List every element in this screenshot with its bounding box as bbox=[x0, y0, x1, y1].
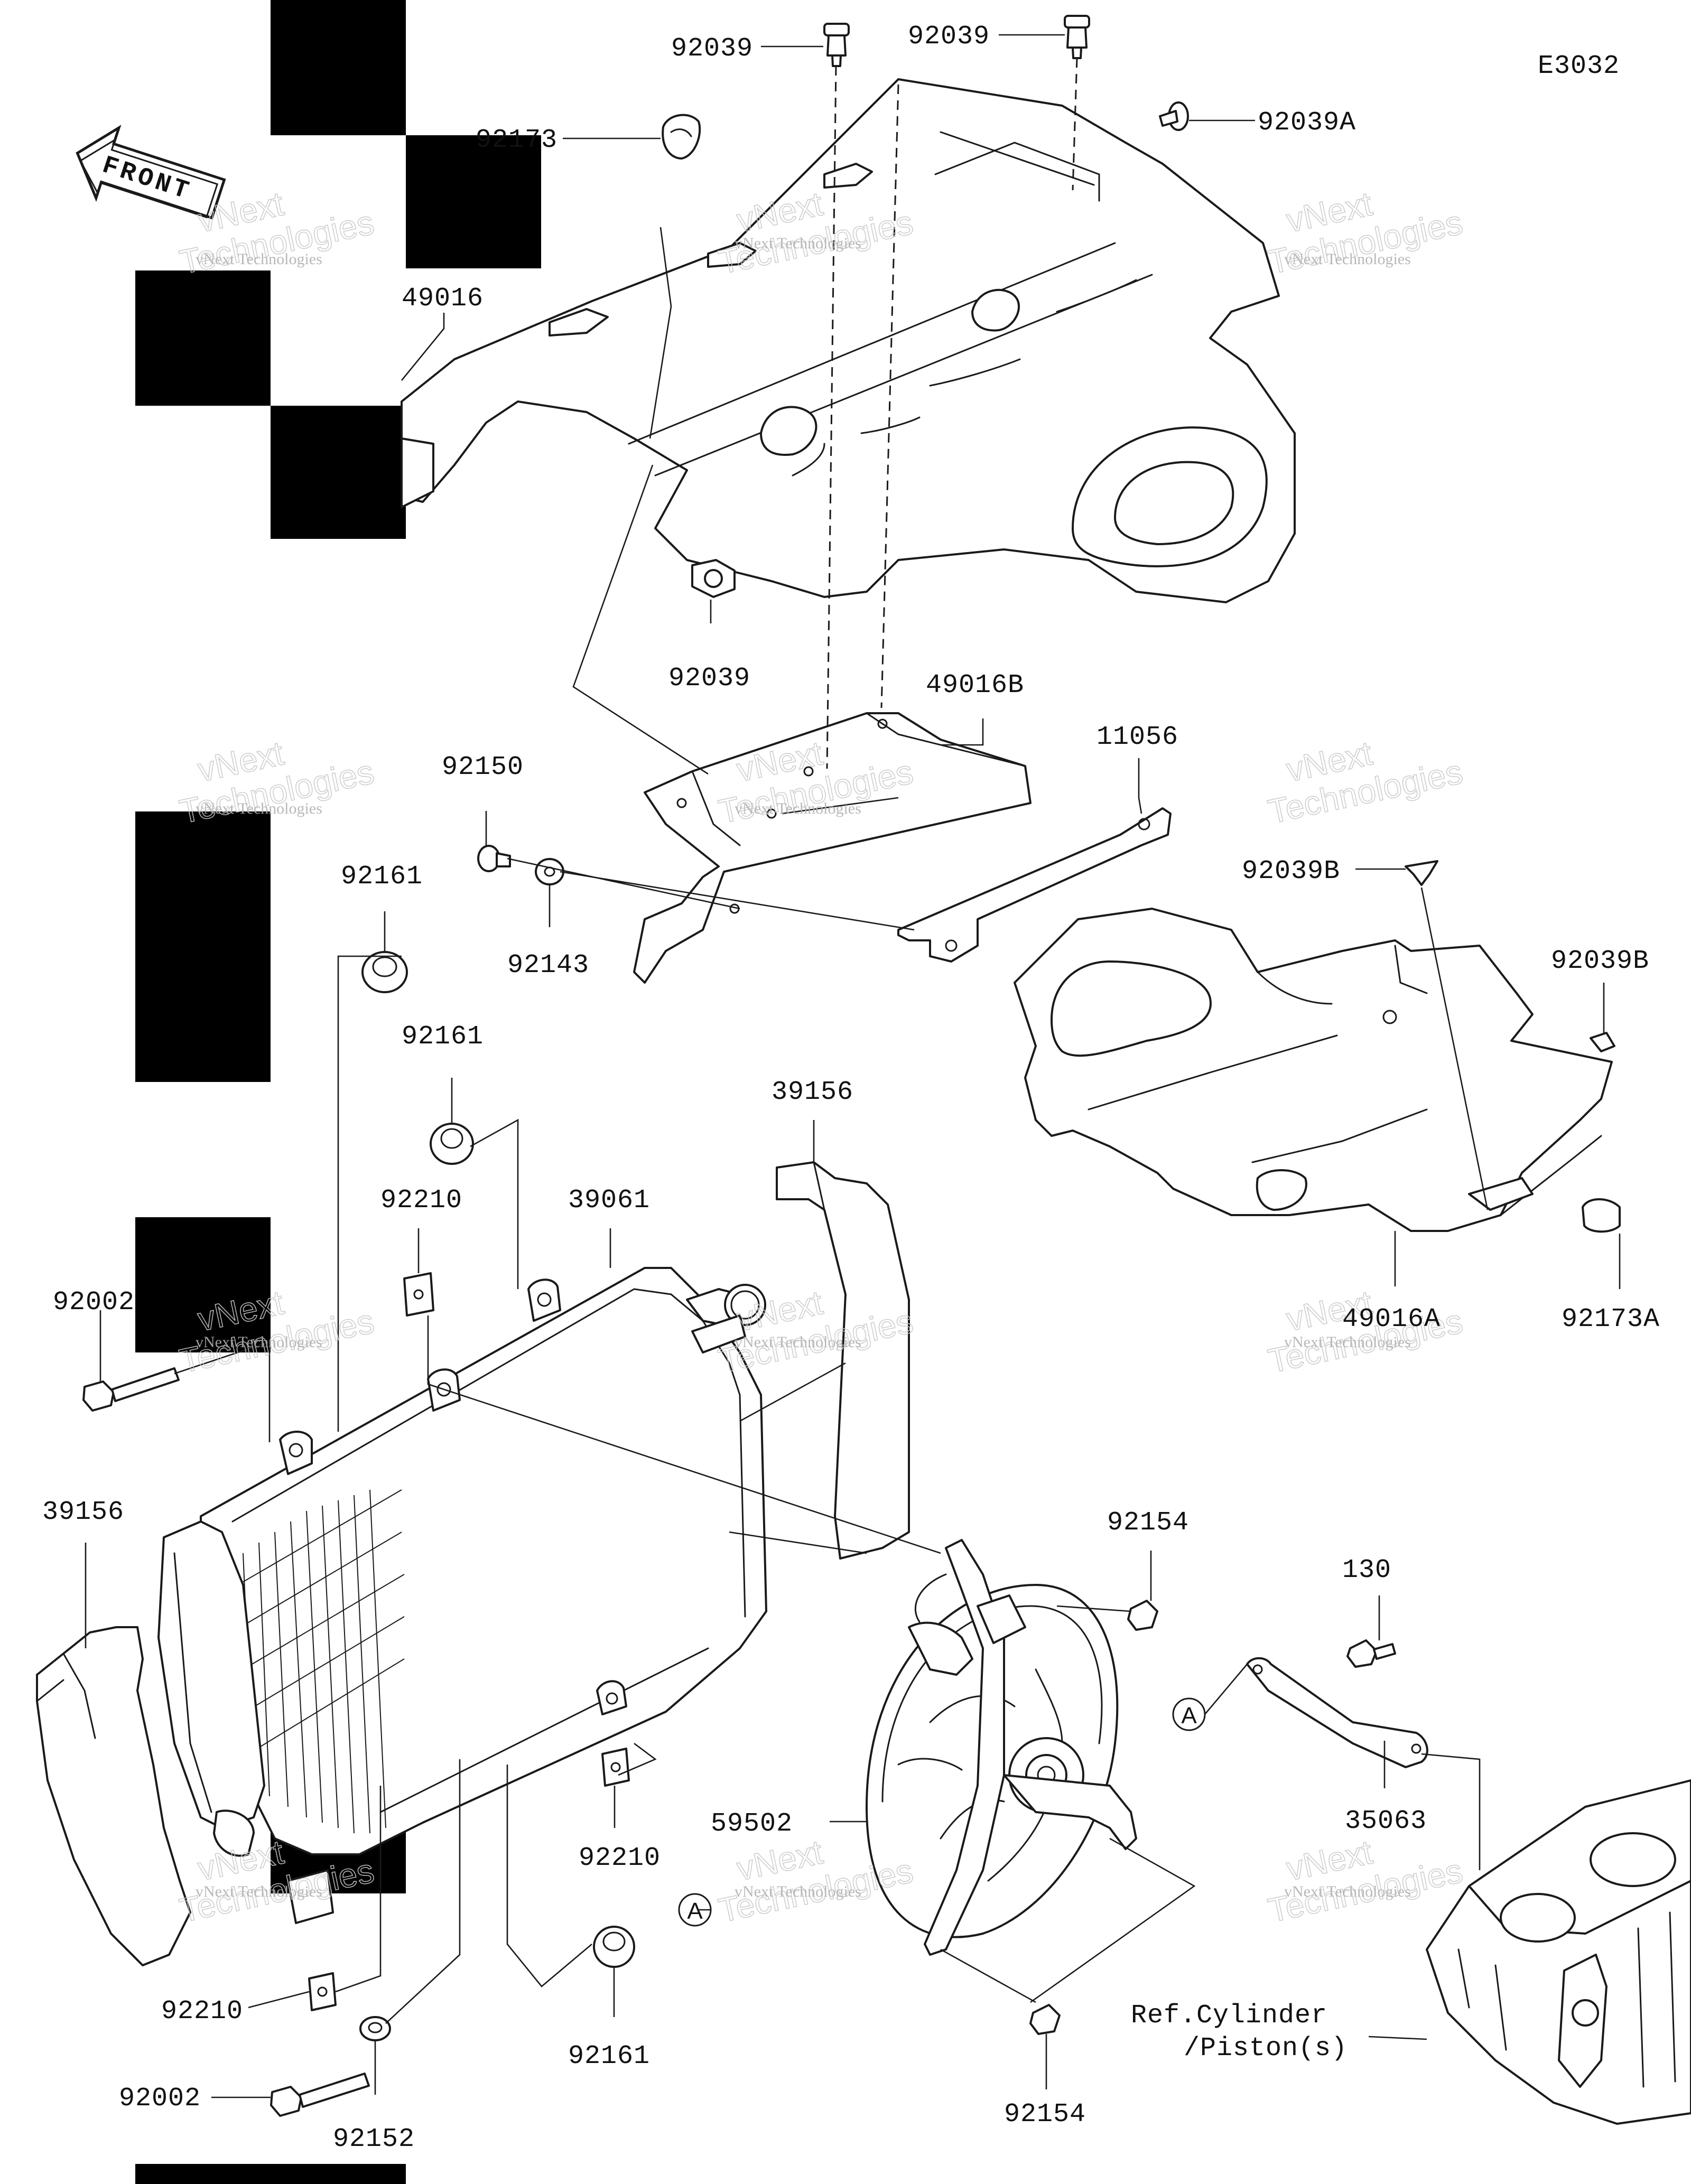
watermark-caption: vNext Technologies bbox=[196, 250, 322, 268]
watermark-caption: vNext Technologies bbox=[1284, 250, 1411, 268]
callout-35063: 35063 bbox=[1345, 1806, 1427, 1836]
reference-label-line2: /Piston(s) bbox=[1184, 2033, 1348, 2064]
redaction-blocks bbox=[135, 0, 541, 2184]
callout-59502: 59502 bbox=[711, 1809, 793, 1839]
bolt-92002-top bbox=[82, 1367, 180, 1412]
callout-92039b-right: 92039B bbox=[1551, 946, 1649, 976]
callout-39061: 39061 bbox=[568, 1186, 650, 1216]
grommet-92173a bbox=[1582, 1198, 1621, 1233]
callout-92173: 92173 bbox=[476, 125, 558, 155]
bracket-49016b bbox=[633, 712, 1032, 984]
watermark-caption: vNext Technologies bbox=[1284, 1883, 1411, 1900]
bolt-92039A bbox=[1159, 101, 1189, 131]
nut-92039-lower bbox=[691, 559, 736, 598]
watermark-caption: vNext Technologies bbox=[196, 1883, 322, 1900]
radiator-39061 bbox=[157, 1267, 767, 1924]
callout-92210-top: 92210 bbox=[380, 1186, 462, 1216]
clip-nut-92210-top bbox=[403, 1272, 434, 1317]
fan-59502 bbox=[866, 1539, 1137, 1956]
callout-130: 130 bbox=[1342, 1555, 1391, 1585]
callout-92039-lower: 92039 bbox=[668, 664, 750, 694]
assembly-lines bbox=[174, 58, 1489, 2024]
callout-11056: 11056 bbox=[1097, 722, 1178, 752]
bolt-130 bbox=[1346, 1639, 1396, 1668]
clip-nut-92210-mid bbox=[601, 1748, 630, 1787]
callout-labels: 92039 92039 92039A 92173 49016 92039 490… bbox=[42, 22, 1660, 2154]
callout-92154-top: 92154 bbox=[1107, 1508, 1189, 1538]
clip-92039b-top bbox=[1405, 860, 1438, 886]
stay-35063 bbox=[1246, 1657, 1428, 1768]
callout-92039-top-right: 92039 bbox=[908, 22, 990, 52]
callout-39156-center: 39156 bbox=[772, 1077, 853, 1107]
callout-92002-bottom: 92002 bbox=[119, 2084, 201, 2114]
callout-92143: 92143 bbox=[507, 950, 589, 981]
reference-label-line1: Ref.Cylinder bbox=[1131, 2001, 1327, 2031]
bolt-92002-bottom bbox=[270, 2073, 370, 2117]
callout-92210-bottom: 92210 bbox=[161, 1996, 243, 2027]
clip-92039-top-left bbox=[823, 23, 850, 67]
callout-92161-bottom: 92161 bbox=[568, 2041, 650, 2071]
bolt-92154-bottom bbox=[1029, 2004, 1061, 2035]
grommet-92173 bbox=[662, 114, 701, 160]
watermark-caption: vNext Technologies bbox=[735, 1883, 861, 1900]
shroud-39156-center bbox=[776, 1161, 910, 1560]
watermark-caption: vNext Technologies bbox=[735, 800, 861, 817]
callout-92210-mid: 92210 bbox=[579, 1843, 661, 1873]
callout-49016: 49016 bbox=[402, 284, 484, 314]
clip-92039b-right bbox=[1590, 1032, 1615, 1052]
callout-92150: 92150 bbox=[442, 752, 524, 782]
callout-92039-top-left: 92039 bbox=[671, 34, 753, 64]
callout-92002-top: 92002 bbox=[53, 1287, 135, 1318]
watermark-caption: vNext Technologies bbox=[735, 1333, 861, 1351]
diagram-code: E3032 bbox=[1538, 51, 1620, 81]
lower-cover-49016a bbox=[1014, 908, 1613, 1232]
callout-92039b-top: 92039B bbox=[1242, 856, 1340, 886]
callout-92173a: 92173A bbox=[1562, 1304, 1660, 1334]
callout-92161-mid: 92161 bbox=[402, 1022, 484, 1052]
watermark-caption: vNext Technologies bbox=[735, 235, 861, 252]
washer-92143 bbox=[535, 858, 564, 885]
bolt-92154-top bbox=[1127, 1600, 1158, 1631]
detail-marker-a-lower-label: A bbox=[687, 1898, 703, 1924]
watermark-caption: vNext Technologies bbox=[196, 1333, 322, 1351]
watermark-caption: vNext Technologies bbox=[1284, 1333, 1411, 1351]
leader-lines bbox=[85, 34, 1621, 2098]
callout-92154-bottom: 92154 bbox=[1004, 2099, 1086, 2130]
clip-92039-top-right bbox=[1064, 15, 1090, 59]
callout-92039a: 92039A bbox=[1258, 108, 1356, 138]
callout-49016b: 49016B bbox=[926, 670, 1024, 701]
callout-39156-left: 39156 bbox=[42, 1497, 124, 1527]
damper-92161-top bbox=[361, 951, 408, 993]
callout-92152: 92152 bbox=[333, 2124, 415, 2154]
stay-11056 bbox=[897, 807, 1172, 963]
detail-marker-a-upper: A bbox=[1172, 1697, 1206, 1731]
detail-marker-a-upper-label: A bbox=[1181, 1703, 1197, 1729]
shroud-39156-left bbox=[36, 1626, 191, 1966]
cylinder-reference bbox=[1426, 1779, 1691, 2125]
clip-nut-92210-bottom bbox=[308, 1972, 337, 2011]
callout-92161-top: 92161 bbox=[341, 862, 423, 892]
collar-92152 bbox=[359, 2016, 391, 2041]
callout-49016a: 49016A bbox=[1342, 1304, 1441, 1334]
watermark-caption: vNext Technologies bbox=[196, 800, 322, 817]
bolt-92150 bbox=[477, 845, 511, 872]
damper-92161-bottom bbox=[593, 1926, 635, 1968]
damper-92161-mid bbox=[430, 1123, 474, 1165]
upper-cover-49016 bbox=[401, 78, 1296, 603]
